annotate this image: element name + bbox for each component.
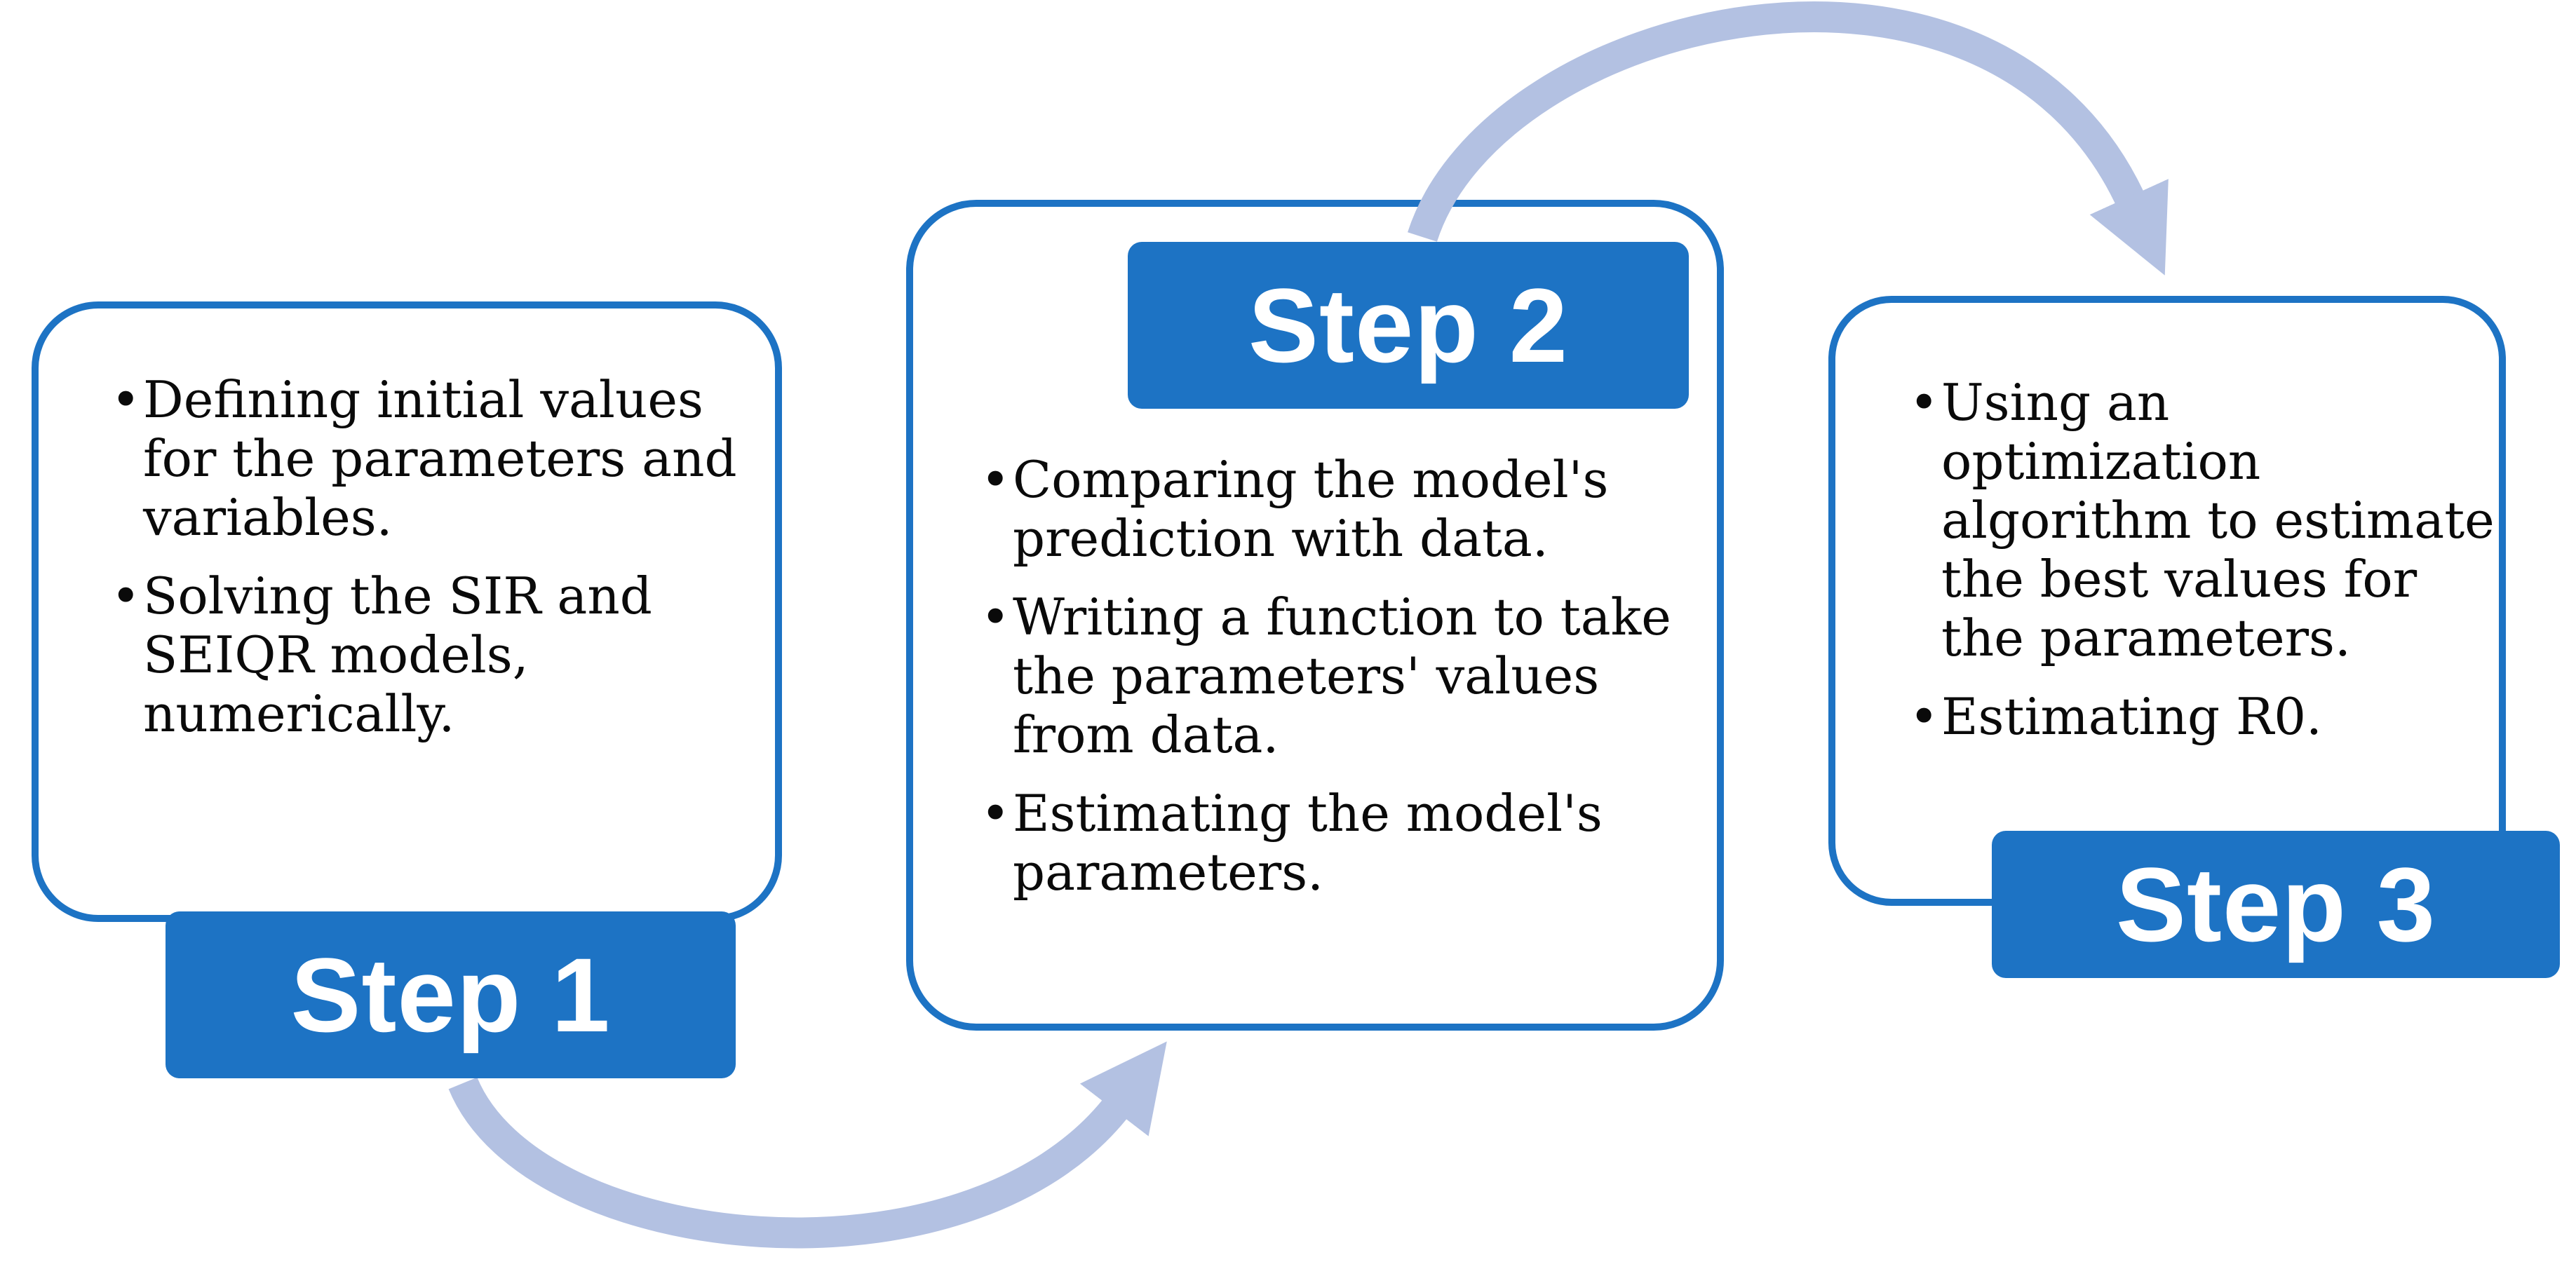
bullet-dot-icon: • bbox=[980, 784, 1011, 843]
step-2-content: • Comparing the model's prediction with … bbox=[980, 450, 1703, 921]
bullet-text: Solving the SIR and SEIQR models, numeri… bbox=[143, 566, 652, 743]
list-item: • Using an optimization algorithm to est… bbox=[1909, 373, 2495, 667]
list-item: • Estimating the model's parameters. bbox=[980, 784, 1703, 902]
list-item: • Defining initial values for the parame… bbox=[111, 370, 756, 547]
bullet-text: Using an optimization algorithm to estim… bbox=[1941, 373, 2495, 667]
bullet-dot-icon: • bbox=[980, 450, 1011, 509]
bullet-text: Estimating the model's parameters. bbox=[1013, 784, 1603, 902]
step-3-content: • Using an optimization algorithm to est… bbox=[1909, 373, 2495, 766]
bullet-text: Defining initial values for the paramete… bbox=[143, 370, 737, 547]
step-2-label: Step 2 bbox=[1128, 242, 1689, 409]
bullet-text: Estimating R0. bbox=[1941, 687, 2322, 746]
bullet-dot-icon: • bbox=[1909, 373, 1939, 432]
bullet-dot-icon: • bbox=[1909, 687, 1939, 746]
list-item: • Estimating R0. bbox=[1909, 687, 2491, 746]
step-1-panel bbox=[32, 301, 782, 922]
bullet-dot-icon: • bbox=[980, 588, 1011, 646]
list-item: • Writing a function to take the paramet… bbox=[980, 588, 1703, 764]
list-item: • Solving the SIR and SEIQR models, nume… bbox=[111, 566, 756, 743]
bullet-text: Writing a function to take the parameter… bbox=[1013, 588, 1671, 764]
curved-arrow-step1-to-step2-icon bbox=[448, 1041, 1167, 1249]
bullet-dot-icon: • bbox=[111, 566, 141, 625]
step-1-label: Step 1 bbox=[166, 911, 736, 1078]
step-1-content: • Defining initial values for the parame… bbox=[111, 370, 756, 763]
bullet-text: Comparing the model's prediction with da… bbox=[1013, 450, 1609, 568]
list-item: • Comparing the model's prediction with … bbox=[980, 450, 1703, 568]
step-3-label: Step 3 bbox=[1992, 831, 2560, 978]
bullet-dot-icon: • bbox=[111, 370, 141, 429]
